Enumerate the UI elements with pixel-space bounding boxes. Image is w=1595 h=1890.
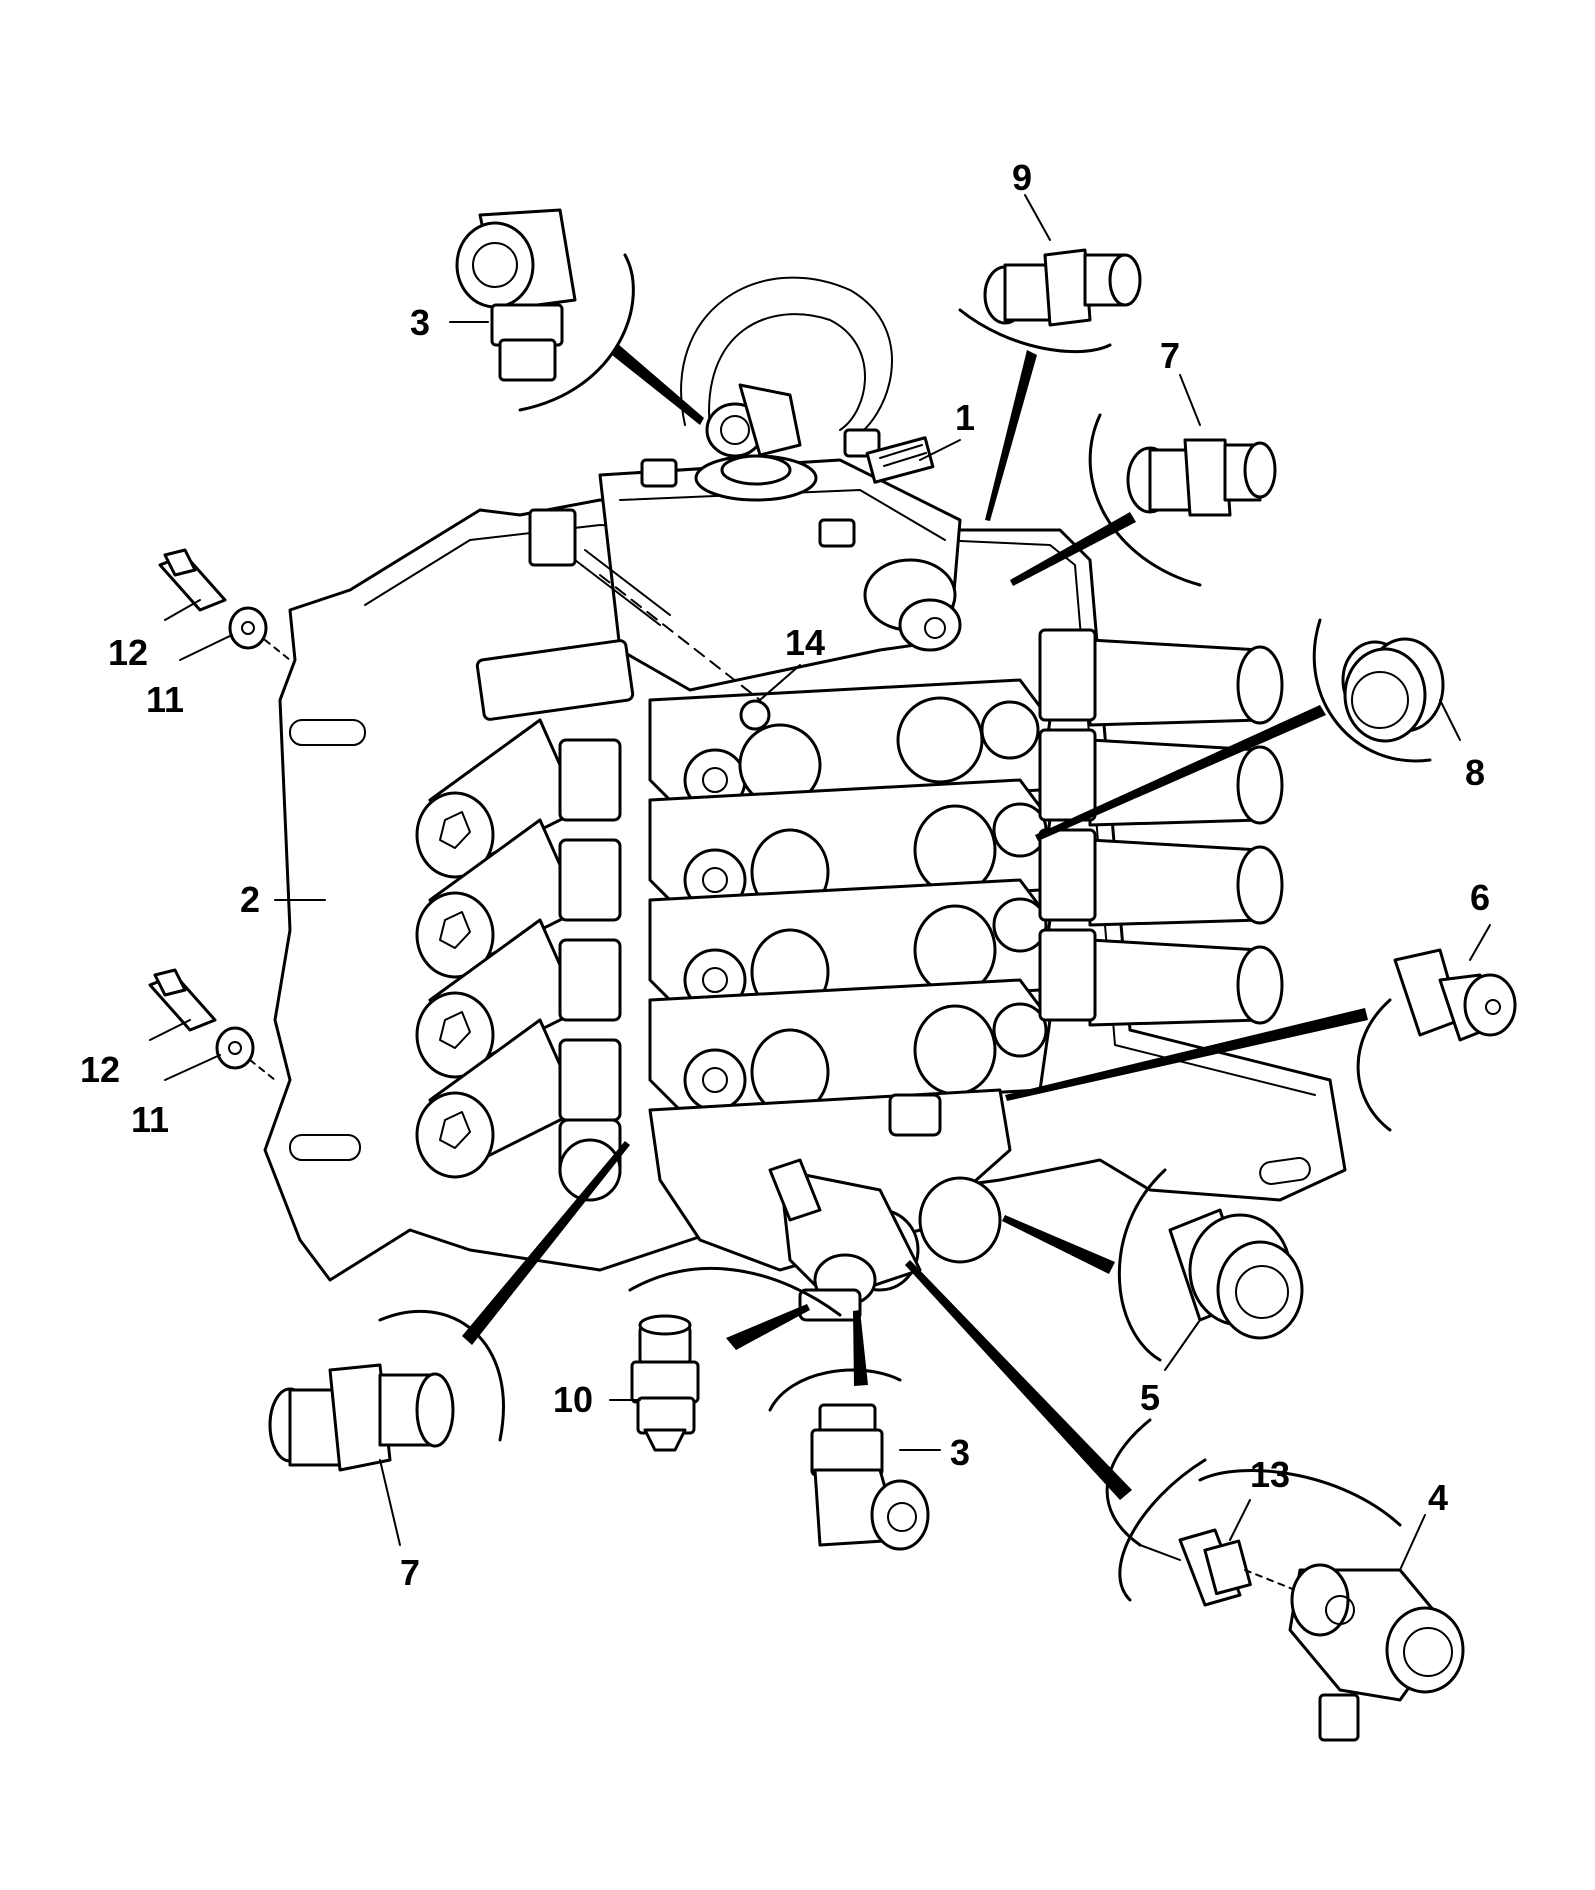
valve-section bbox=[648, 778, 1052, 916]
callout-labels: 1 2 3 3 4 5 6 7 7 8 9 10 11 11 12 12 13 … bbox=[80, 157, 1490, 1593]
callout-label: 3 bbox=[410, 302, 430, 343]
straight-union-detail bbox=[983, 248, 1142, 327]
top-elbow-fitting bbox=[705, 383, 802, 458]
guide-pin bbox=[574, 549, 771, 731]
callout-label: 12 bbox=[108, 632, 148, 673]
wedge-pointers bbox=[462, 344, 1368, 1500]
bolt-head bbox=[640, 428, 881, 548]
straight-union-detail bbox=[1126, 438, 1277, 517]
lower-outlet-block bbox=[558, 1093, 1002, 1322]
elbow-fitting-detail bbox=[455, 208, 577, 382]
solenoid-cap bbox=[1038, 628, 1284, 727]
hex-adapter-detail bbox=[1393, 948, 1517, 1042]
adapter-detail bbox=[1341, 637, 1445, 743]
callout-label: 6 bbox=[1470, 877, 1490, 918]
callout-label: 11 bbox=[146, 679, 184, 720]
callout-label: 3 bbox=[950, 1432, 970, 1473]
bolt-washer-detail bbox=[158, 548, 291, 661]
callout-label: 9 bbox=[1012, 157, 1032, 198]
callout-label: 7 bbox=[1160, 335, 1180, 376]
pressure-switch-detail bbox=[1139, 1528, 1321, 1607]
check-valve-detail bbox=[630, 1314, 700, 1452]
top-side-port bbox=[863, 558, 962, 652]
straight-union-detail bbox=[268, 1363, 455, 1472]
valve-section bbox=[648, 978, 1052, 1116]
bolt-washer-detail bbox=[148, 968, 276, 1081]
callout-label: 11 bbox=[131, 1099, 169, 1140]
callout-label: 12 bbox=[80, 1049, 120, 1090]
right-solenoid-caps bbox=[1038, 628, 1284, 1027]
callout-label: 4 bbox=[1428, 1477, 1448, 1518]
solenoid-cap bbox=[1038, 828, 1284, 927]
solenoid-cap bbox=[1038, 928, 1284, 1027]
callout-label: 8 bbox=[1465, 752, 1485, 793]
callout-label: 10 bbox=[553, 1379, 593, 1420]
callout-label: 2 bbox=[240, 879, 260, 920]
leader-lines bbox=[149, 194, 1491, 1571]
callout-label: 5 bbox=[1140, 1377, 1160, 1418]
callout-label: 13 bbox=[1250, 1454, 1290, 1495]
callout-label: 7 bbox=[400, 1552, 420, 1593]
tee-block-detail bbox=[1288, 1563, 1465, 1742]
elbow-fitting-detail bbox=[810, 1403, 930, 1551]
valve-top-block bbox=[528, 276, 962, 692]
callout-label: 1 bbox=[955, 397, 975, 438]
callout-label: 14 bbox=[785, 622, 825, 663]
solenoid-cap bbox=[415, 1018, 622, 1179]
large-union-detail bbox=[1168, 1208, 1304, 1340]
left-solenoid-caps bbox=[415, 639, 635, 1179]
